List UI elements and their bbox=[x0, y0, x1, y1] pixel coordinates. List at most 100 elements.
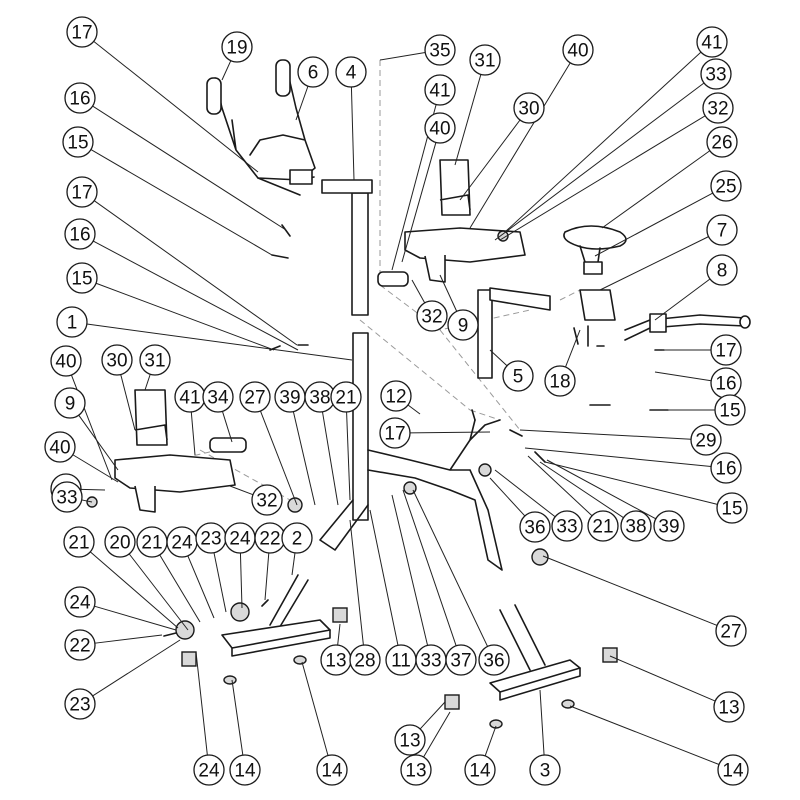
callout-circle bbox=[464, 754, 496, 786]
callout-number: 32 bbox=[707, 99, 728, 120]
leader-line bbox=[527, 455, 593, 517]
part-callout: 27 bbox=[239, 381, 271, 413]
leader-line bbox=[259, 410, 298, 506]
callout-number: 29 bbox=[695, 431, 716, 452]
leader-line bbox=[291, 552, 296, 576]
leader-line bbox=[346, 411, 351, 501]
callout-number: 16 bbox=[715, 374, 736, 395]
callout-number: 13 bbox=[325, 651, 346, 672]
part-callout: 39 bbox=[274, 381, 306, 413]
callout-circle bbox=[716, 492, 748, 524]
knob-shaft bbox=[209, 437, 247, 453]
adjuster-bracket-left bbox=[114, 454, 236, 493]
leader-line bbox=[81, 499, 93, 503]
bushing bbox=[478, 463, 492, 477]
callout-circle bbox=[239, 381, 271, 413]
part-callout: 2 bbox=[281, 522, 313, 554]
part-callout: 15 bbox=[66, 262, 98, 294]
callout-number: 33 bbox=[420, 651, 441, 672]
handlebar-stem-cap bbox=[321, 179, 373, 194]
part-callout: 14 bbox=[717, 754, 749, 786]
part-callout: 30 bbox=[513, 92, 545, 124]
leader-line bbox=[92, 105, 287, 231]
callout-number: 30 bbox=[518, 99, 539, 120]
part-callout: 20 bbox=[104, 526, 136, 558]
seat-handlebar-end bbox=[739, 315, 751, 329]
leader-line bbox=[369, 509, 399, 646]
adjuster-bracket-left bbox=[134, 485, 156, 513]
part-callout: 36 bbox=[478, 644, 510, 676]
leader-line bbox=[609, 655, 716, 702]
callout-number: 17 bbox=[715, 341, 736, 362]
front-base-bar bbox=[231, 629, 331, 657]
leader-line bbox=[524, 447, 712, 468]
callout-circle bbox=[139, 344, 171, 376]
callout-number: 21 bbox=[141, 533, 162, 554]
knob-shaft bbox=[377, 271, 409, 287]
callout-circle bbox=[706, 126, 738, 158]
callout-circle bbox=[544, 365, 576, 397]
leader-line bbox=[89, 551, 179, 629]
callout-circle bbox=[710, 170, 742, 202]
leader-line bbox=[128, 553, 189, 631]
part-callout: 16 bbox=[710, 452, 742, 484]
callout-circle bbox=[710, 334, 742, 366]
leader-line bbox=[264, 552, 270, 601]
callout-number: 27 bbox=[720, 622, 741, 643]
callout-circle bbox=[702, 92, 734, 124]
part-callout: 16 bbox=[710, 367, 742, 399]
callout-circle bbox=[281, 522, 313, 554]
part-callout: 41 bbox=[696, 26, 728, 58]
callout-number: 32 bbox=[421, 307, 442, 328]
leader-line bbox=[301, 661, 329, 756]
leader-line bbox=[391, 494, 429, 646]
leader-line bbox=[569, 705, 720, 765]
callout-circle bbox=[620, 510, 652, 542]
leader-line bbox=[542, 555, 718, 626]
part-callout: 37 bbox=[445, 644, 477, 676]
callout-number: 25 bbox=[715, 177, 736, 198]
leader-line bbox=[231, 679, 244, 756]
leader-line bbox=[411, 279, 426, 304]
callout-number: 23 bbox=[200, 529, 221, 550]
callout-circle bbox=[101, 344, 133, 376]
part-callout: 13 bbox=[394, 724, 426, 756]
callout-circle bbox=[478, 644, 510, 676]
leader-line bbox=[93, 200, 298, 346]
leader-line bbox=[419, 701, 446, 730]
callout-circle bbox=[251, 484, 283, 516]
part-callout: 33 bbox=[51, 481, 83, 513]
callout-number: 31 bbox=[474, 51, 495, 72]
handlebar-clamp bbox=[289, 169, 313, 185]
callout-number: 38 bbox=[309, 388, 330, 409]
leader-line bbox=[423, 711, 451, 758]
callout-circle bbox=[62, 126, 94, 158]
part-callout: 14 bbox=[316, 754, 348, 786]
callout-circle bbox=[706, 214, 738, 246]
callout-circle bbox=[379, 417, 411, 449]
callout-number: 4 bbox=[346, 63, 357, 84]
part-callout: 33 bbox=[700, 58, 732, 90]
part-callout: 27 bbox=[715, 615, 747, 647]
callout-number: 12 bbox=[385, 387, 406, 408]
callout-number: 33 bbox=[705, 65, 726, 86]
callout-number: 35 bbox=[429, 41, 450, 62]
callout-number: 16 bbox=[69, 225, 90, 246]
part-callout: 24 bbox=[64, 586, 96, 618]
part-callout: 40 bbox=[562, 34, 594, 66]
rear-leg bbox=[319, 499, 369, 551]
leader-line bbox=[90, 149, 273, 256]
callout-number: 16 bbox=[69, 89, 90, 110]
part-callout: 15 bbox=[714, 394, 746, 426]
washer bbox=[497, 230, 509, 242]
callout-number: 28 bbox=[354, 651, 375, 672]
callout-number: 6 bbox=[308, 63, 319, 84]
leader-line bbox=[321, 411, 339, 506]
callout-number: 2 bbox=[292, 529, 303, 550]
leader-line bbox=[295, 85, 309, 121]
leader-line bbox=[599, 236, 709, 291]
part-callout: 9 bbox=[447, 309, 479, 341]
leader-line bbox=[349, 519, 364, 646]
